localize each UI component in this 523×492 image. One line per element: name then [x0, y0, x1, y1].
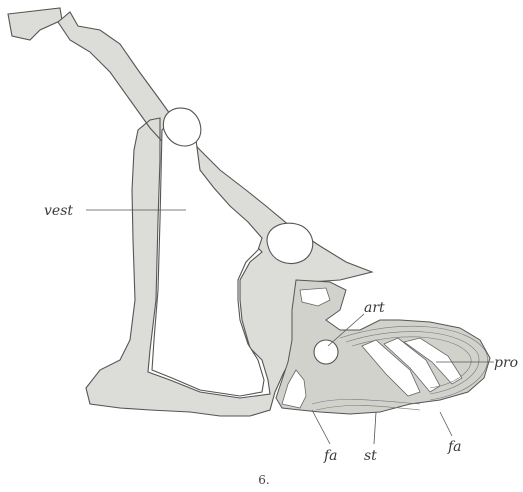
st-label: st [364, 448, 377, 464]
artery-circle [314, 340, 338, 364]
art-label: art [364, 300, 385, 316]
pro-label: pro [494, 355, 518, 371]
fa-right-label: fa [447, 439, 462, 455]
fa-left-label: fa [323, 448, 338, 464]
fa-left-leader [312, 410, 330, 444]
top-fragment [8, 8, 62, 40]
figure-number: 6. [258, 473, 269, 487]
st-leader [374, 412, 376, 444]
fa-right-leader [440, 412, 452, 436]
middle-foramen [267, 223, 313, 263]
vest-label: vest [44, 203, 73, 219]
